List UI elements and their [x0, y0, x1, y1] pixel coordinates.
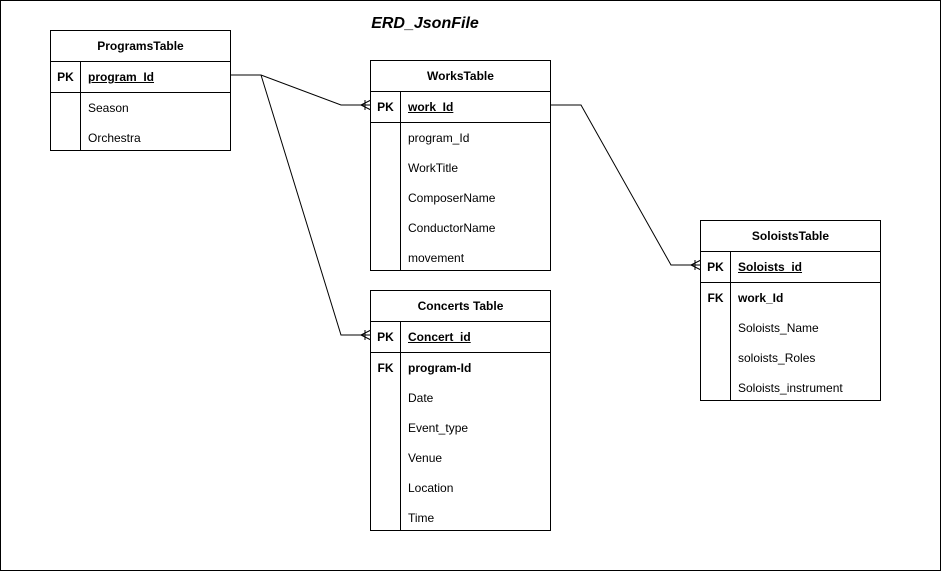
connector-works-soloists	[551, 104, 701, 266]
works-key-divider	[400, 91, 401, 270]
works-field-row: ComposerName	[371, 183, 550, 213]
works-table-header: WorksTable	[371, 61, 550, 92]
crowfoot-works-bottom	[360, 104, 372, 111]
concerts-fk-row: FK program-Id	[371, 353, 550, 383]
soloists-field-instrument: Soloists_instrument	[738, 381, 843, 395]
concerts-field-location: Location	[408, 481, 454, 495]
works-field-program-id: program_Id	[408, 131, 470, 145]
pk-label: PK	[57, 70, 74, 84]
soloists-table-header: SoloistsTable	[701, 221, 880, 252]
concerts-field-venue: Venue	[408, 451, 443, 465]
soloists-field-roles: soloists_Roles	[738, 351, 816, 365]
concerts-field-date: Date	[408, 391, 434, 405]
soloists-field-row: Soloists_Name	[701, 313, 880, 343]
concerts-table-header: Concerts Table	[371, 291, 550, 322]
programs-field-season: Season	[88, 101, 129, 115]
pk-label: PK	[377, 330, 394, 344]
pk-label: PK	[377, 100, 394, 114]
soloists-field-name: Soloists_Name	[738, 321, 819, 335]
soloists-fk-row: FK work_Id	[701, 283, 880, 313]
programs-field-orchestra: Orchestra	[88, 131, 141, 145]
crowfoot-soloists-bottom	[690, 264, 702, 271]
concerts-pk-row: PK Concert_id	[371, 322, 550, 353]
diagram-title: ERD_JsonFile	[371, 15, 479, 32]
fk-label: FK	[377, 361, 394, 375]
works-field-worktitle: WorkTitle	[408, 161, 459, 175]
concerts-key-divider	[400, 321, 401, 530]
soloists-table[interactable]: SoloistsTable PK Soloists_id FK work_Id …	[700, 220, 881, 401]
works-field-row: WorkTitle	[371, 153, 550, 183]
programs-table-header: ProgramsTable	[51, 31, 230, 62]
programs-pk-field: program_Id	[88, 70, 155, 84]
concerts-table[interactable]: Concerts Table PK Concert_id FK program-…	[370, 290, 551, 531]
concerts-field-row: Venue	[371, 443, 550, 473]
soloists-pk-field: Soloists_id	[738, 260, 803, 274]
concerts-pk-field: Concert_id	[408, 330, 471, 344]
concerts-field-row: Date	[371, 383, 550, 413]
soloists-pk-row: PK Soloists_id	[701, 252, 880, 283]
connector-programs-concerts	[260, 74, 371, 336]
works-field-row: ConductorName	[371, 213, 550, 243]
connector-programs-works	[231, 74, 371, 106]
concerts-field-event-type: Event_type	[408, 421, 469, 435]
crowfoot-soloists-top	[690, 259, 702, 266]
programs-field-row: Season	[51, 93, 230, 123]
works-table[interactable]: WorksTable PK work_Id program_Id WorkTit…	[370, 60, 551, 271]
works-pk-row: PK work_Id	[371, 92, 550, 123]
crowfoot-works-top	[360, 99, 372, 106]
works-field-row: movement	[371, 243, 550, 273]
works-field-row: program_Id	[371, 123, 550, 153]
crowfoot-concerts-bottom	[360, 334, 372, 341]
programs-field-row: Orchestra	[51, 123, 230, 153]
concerts-field-row: Event_type	[371, 413, 550, 443]
soloists-fk-field: work_Id	[738, 291, 784, 305]
programs-pk-row: PK program_Id	[51, 62, 230, 93]
concerts-field-time: Time	[408, 511, 435, 525]
soloists-field-row: soloists_Roles	[701, 343, 880, 373]
works-field-movement: movement	[408, 251, 465, 265]
programs-key-divider	[80, 61, 81, 150]
programs-table[interactable]: ProgramsTable PK program_Id Season Orche…	[50, 30, 231, 151]
works-field-conductorname: ConductorName	[408, 221, 496, 235]
crowfoot-concerts-top	[360, 329, 372, 336]
concerts-field-row: Location	[371, 473, 550, 503]
concerts-field-row: Time	[371, 503, 550, 533]
soloists-field-row: Soloists_instrument	[701, 373, 880, 403]
pk-label: PK	[707, 260, 724, 274]
works-field-composername: ComposerName	[408, 191, 496, 205]
soloists-key-divider	[730, 251, 731, 400]
concerts-fk-field: program-Id	[408, 361, 472, 375]
fk-label: FK	[707, 291, 724, 305]
works-pk-field: work_Id	[408, 100, 454, 114]
